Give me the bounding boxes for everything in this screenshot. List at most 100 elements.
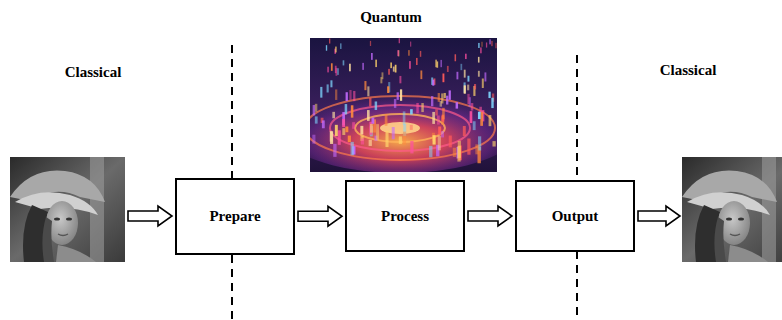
quantum-streak: [330, 80, 332, 87]
quantum-streak: [364, 81, 366, 90]
quantum-streak: [345, 104, 348, 114]
quantum-streak: [473, 121, 476, 130]
quantum-streak: [362, 63, 364, 70]
region-label: Classical: [65, 64, 122, 81]
quantum-streak: [408, 50, 409, 56]
quantum-streak: [369, 98, 371, 107]
quantum-streak: [409, 61, 411, 69]
quantum-streak: [375, 60, 377, 67]
quantum-streak: [369, 140, 372, 146]
quantum-streak: [464, 70, 466, 78]
quantum-streak: [420, 51, 421, 57]
quantum-streak: [442, 73, 444, 82]
quantum-streak: [397, 50, 398, 56]
process-box: Process: [345, 180, 465, 252]
quantum-streak: [375, 101, 377, 110]
box-label: Output: [552, 208, 599, 225]
quantum-streak: [433, 135, 436, 144]
quantum-streak: [492, 141, 495, 146]
quantum-streak: [470, 111, 473, 123]
quantum-streak: [431, 96, 433, 106]
quantum-streak: [399, 76, 401, 83]
quantum-streak: [465, 54, 467, 59]
quantum-streak: [474, 84, 476, 89]
region-label: Quantum: [360, 9, 422, 26]
quantum-streak: [346, 92, 348, 101]
quantum-streak: [403, 111, 406, 124]
quantum-streak: [367, 110, 370, 121]
quantum-streaks: [312, 38, 496, 163]
quantum-streak: [489, 39, 490, 44]
quantum-streak: [367, 86, 369, 96]
quantum-streak: [393, 67, 395, 72]
quantum-streak: [484, 72, 486, 81]
quantum-streak: [330, 131, 333, 144]
flow-arrow: [468, 206, 512, 226]
quantum-streak: [416, 58, 418, 65]
quantum-ring: [310, 96, 495, 160]
quantum-streak: [372, 118, 375, 124]
quantum-streak: [327, 67, 329, 73]
quantum-streak: [449, 90, 451, 99]
quantum-streak: [491, 41, 492, 46]
quantum-streak: [442, 108, 445, 119]
quantum-streak: [420, 70, 422, 79]
quantum-streak: [395, 65, 397, 73]
quantum-streak: [390, 62, 392, 68]
quantum-streak: [338, 130, 341, 145]
quantum-streak: [351, 105, 354, 117]
quantum-streak: [403, 132, 406, 145]
quantum-streak: [326, 45, 327, 51]
quantum-streak: [475, 144, 478, 154]
quantum-streak: [429, 146, 432, 157]
flow-arrow: [298, 206, 342, 226]
quantum-streak: [360, 126, 363, 135]
quantum-streak: [491, 98, 493, 108]
quantum-streak: [471, 103, 474, 111]
quantum-streak: [447, 66, 449, 72]
quantum-streak: [440, 60, 442, 67]
quantum-streak: [342, 119, 345, 127]
quantum-streak: [370, 41, 371, 46]
quantum-streak: [399, 38, 400, 43]
classical-image: [682, 157, 782, 262]
quantum-streak: [467, 94, 469, 104]
quantum-streak: [315, 116, 318, 123]
quantum-streak: [322, 120, 325, 128]
quantum-streak: [464, 82, 466, 92]
quantum-streak: [453, 148, 456, 157]
quantum-streak: [480, 112, 483, 126]
quantum-streak: [348, 136, 351, 143]
quantum-streak: [398, 50, 399, 56]
quantum-streak: [438, 93, 440, 102]
classical-image: [10, 157, 125, 262]
quantum-streak: [441, 93, 443, 103]
quantum-streak: [438, 127, 441, 135]
quantum-streak: [315, 104, 318, 112]
quantum-glow: [310, 83, 497, 172]
quantum-streak: [394, 99, 396, 108]
quantum-streak: [489, 115, 492, 126]
quantum-streak: [456, 102, 458, 108]
quantum-streak: [481, 42, 482, 47]
quantum-streak: [345, 127, 348, 133]
quantum-streak: [432, 112, 435, 124]
quantum-streak: [320, 87, 322, 98]
quantum-streak: [482, 79, 484, 88]
process-box: Output: [515, 180, 635, 252]
quantum-streak: [342, 128, 345, 135]
quantum-streak: [478, 43, 479, 48]
quantum-streak: [421, 103, 424, 112]
quantum-streak: [432, 80, 434, 86]
box-label: Prepare: [209, 208, 260, 225]
quantum-streak: [352, 122, 355, 129]
quantum-streak: [467, 138, 470, 154]
quantum-streak: [385, 131, 388, 147]
quantum-streak: [410, 125, 413, 130]
quantum-streak: [340, 43, 341, 49]
quantum-streak: [400, 89, 402, 100]
quantum-streak: [444, 93, 446, 98]
quantum-streak: [376, 124, 379, 140]
